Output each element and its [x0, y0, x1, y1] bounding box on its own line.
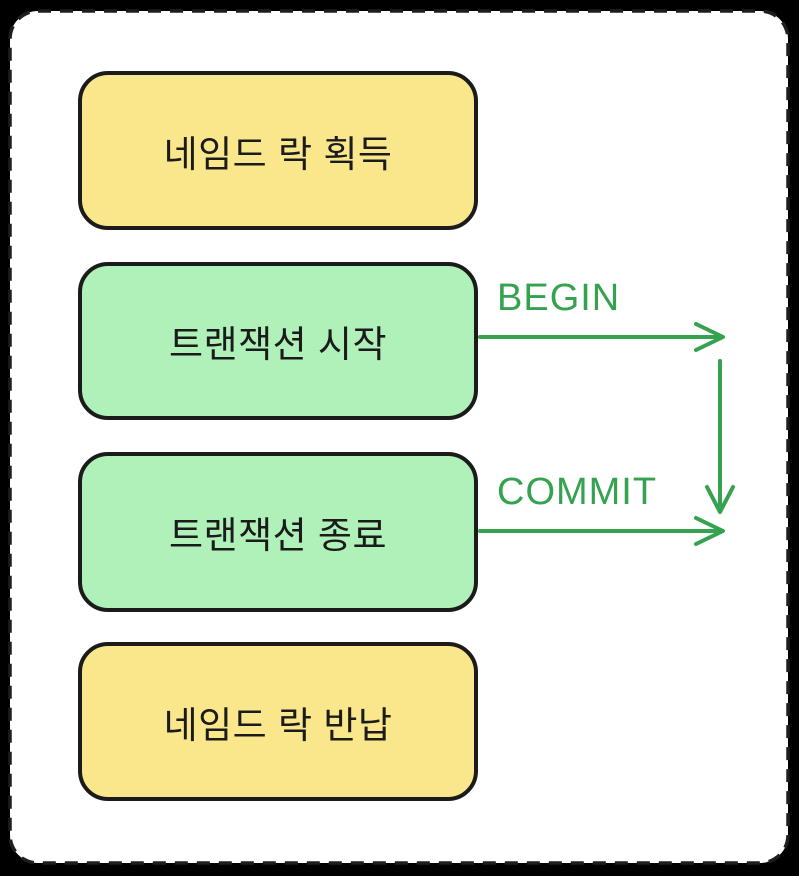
- node-transaction-commit: 트랜잭션 종료: [78, 452, 478, 612]
- node-label: 트랜잭션 시작: [168, 324, 388, 365]
- node-transaction-begin: 트랜잭션 시작: [78, 262, 478, 420]
- node-label: 네임드 락 획득: [163, 133, 393, 175]
- node-label: 트랜잭션 종료: [168, 515, 388, 556]
- node-named-lock-release: 네임드 락 반납: [78, 642, 478, 801]
- node-named-lock-acquire: 네임드 락 획득: [78, 71, 478, 230]
- node-label: 네임드 락 반납: [163, 704, 393, 746]
- commit-edge-label: COMMIT: [497, 471, 658, 513]
- begin-edge-label: BEGIN: [497, 277, 621, 319]
